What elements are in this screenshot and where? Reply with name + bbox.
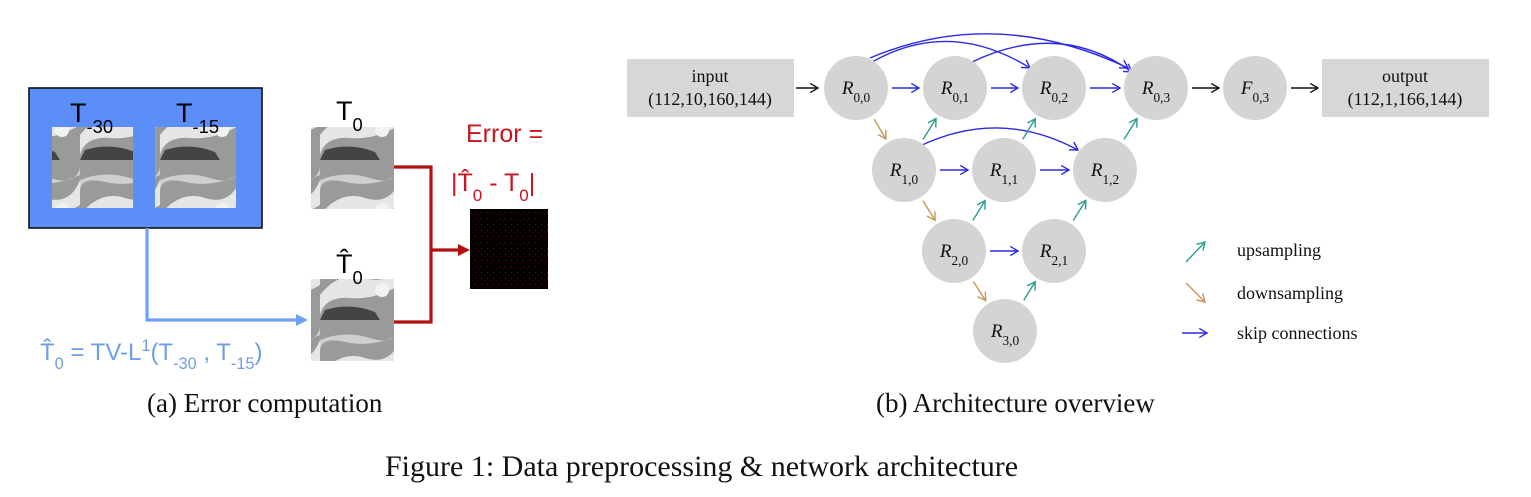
label-t-minus-15: T-15: [176, 98, 219, 137]
node-label-r03: R0,3: [1141, 78, 1171, 105]
down-r10-r20-head: [926, 211, 936, 222]
label-t0: T0: [336, 96, 363, 135]
frame-t-minus-30-image: [52, 127, 133, 208]
error-bracket-line: [394, 165, 433, 324]
panel-a-error-computation: T-30 T-15 T0T̂0 Error = |T̂0 - T0| T̂0 = TV-L…: [28, 87, 548, 373]
input-box: [627, 59, 794, 117]
tvl1-flow-line: [145, 228, 303, 322]
down-r20-r30: [972, 280, 987, 302]
skip-r01-r02-head: [1009, 82, 1020, 94]
node-label-r11: R1,1: [989, 160, 1018, 187]
node-r21: [1022, 219, 1086, 283]
node-label-r30: R3,0: [990, 321, 1020, 348]
node-label-r02: R0,2: [1039, 78, 1068, 105]
up-r11-r02-head: [1026, 117, 1036, 128]
edge-input-r00-head: [809, 82, 820, 94]
error-map-image: [470, 209, 548, 289]
node-r10: [872, 138, 936, 202]
skip-r00-r02: [871, 40, 1031, 69]
legend-down-arrow: [1185, 282, 1206, 303]
input-box-line1: input: [691, 66, 728, 86]
node-label-f03: F0,3: [1240, 78, 1270, 105]
up-r21-r12: [1072, 200, 1087, 221]
panel-a-caption: (a) Error computation: [147, 388, 383, 418]
label-t-minus-30: T-30: [70, 98, 113, 137]
up-r30-r21-head: [1026, 280, 1036, 291]
output-box: [1322, 59, 1489, 117]
down-r10-r20: [922, 200, 936, 221]
legend-up-arrow: [1185, 241, 1206, 263]
tvl1-flow-arrowhead: [296, 314, 308, 326]
node-f03: [1223, 56, 1287, 120]
error-label-line1: Error =: [466, 120, 543, 148]
node-label-r00: R0,0: [841, 78, 871, 105]
up-r30-r21: [1023, 281, 1036, 301]
up-r10-r01-head: [927, 117, 937, 128]
up-r12-r03-head: [1128, 117, 1138, 128]
node-label-r12: R1,2: [1090, 160, 1119, 187]
up-r21-r12-head: [1077, 199, 1087, 210]
legend-label-down: downsampling: [1237, 283, 1343, 303]
up-r11-r02: [1022, 118, 1036, 140]
node-label-r10: R1,0: [889, 160, 919, 187]
legend-up-arrow-head: [1196, 241, 1206, 251]
skip-r20-r21-head: [1009, 245, 1020, 257]
output-box-line2: (112,1,166,144): [1348, 89, 1463, 110]
label-t0-hat: T̂0: [336, 249, 363, 288]
node-r00: [824, 56, 888, 120]
node-r12: [1073, 138, 1137, 202]
down-r00-r10-head: [877, 129, 887, 141]
panel-b-architecture: input (112,10,160,144) output (112,1,166,14…: [627, 33, 1489, 363]
skip-r00-r03-head: [1118, 59, 1130, 69]
node-r30: [973, 299, 1037, 363]
legend-label-up: upsampling: [1237, 240, 1321, 260]
frame-t0-hat-image: [311, 279, 394, 361]
panel-b-caption: (b) Architecture overview: [876, 388, 1155, 418]
node-label-r01: R0,1: [940, 78, 969, 105]
frame-t-minus-15-image: [155, 127, 236, 208]
up-r10-r01: [922, 118, 937, 140]
down-r20-r30-head: [977, 291, 987, 302]
skip-r00-r01-head: [910, 82, 921, 94]
skip-r11-r12-head: [1060, 164, 1071, 176]
frame-t0-image: [311, 127, 394, 209]
skip-r10-r12: [919, 127, 1079, 151]
skip-r10-r12-head: [1068, 141, 1080, 151]
legend-down-arrow-head: [1196, 293, 1206, 303]
down-r00-r10: [873, 118, 887, 140]
skip-r01-r03: [971, 42, 1133, 73]
edge-r03-f03-head: [1210, 82, 1221, 94]
up-r12-r03: [1123, 118, 1138, 140]
error-flow-arrowhead: [458, 244, 470, 256]
legend-skip-arrow-head: [1198, 327, 1209, 339]
legend-label-skip: skip connections: [1237, 323, 1357, 343]
node-r02: [1022, 56, 1086, 120]
node-r11: [972, 138, 1036, 202]
node-label-r20: R2,0: [939, 241, 969, 268]
output-box-line1: output: [1382, 66, 1428, 86]
figure-caption: Figure 1: Data preprocessing & network a…: [385, 450, 1019, 483]
node-r03: [1124, 56, 1188, 120]
skip-r10-r11-head: [959, 164, 970, 176]
tvl1-formula: T̂0 = TV-L1(T-30 , T-15): [40, 337, 262, 373]
node-r20: [922, 219, 986, 283]
skip-r00-r03: [869, 33, 1129, 69]
node-r01: [923, 56, 987, 120]
edge-f03-output-head: [1309, 82, 1320, 94]
up-r20-r11: [972, 200, 986, 221]
skip-r02-r03-head: [1111, 82, 1122, 94]
input-box-line2: (112,10,160,144): [648, 89, 772, 110]
up-r20-r11-head: [976, 199, 986, 210]
error-formula: |T̂0 - T0|: [451, 168, 535, 205]
node-label-r21: R2,1: [1039, 241, 1068, 268]
